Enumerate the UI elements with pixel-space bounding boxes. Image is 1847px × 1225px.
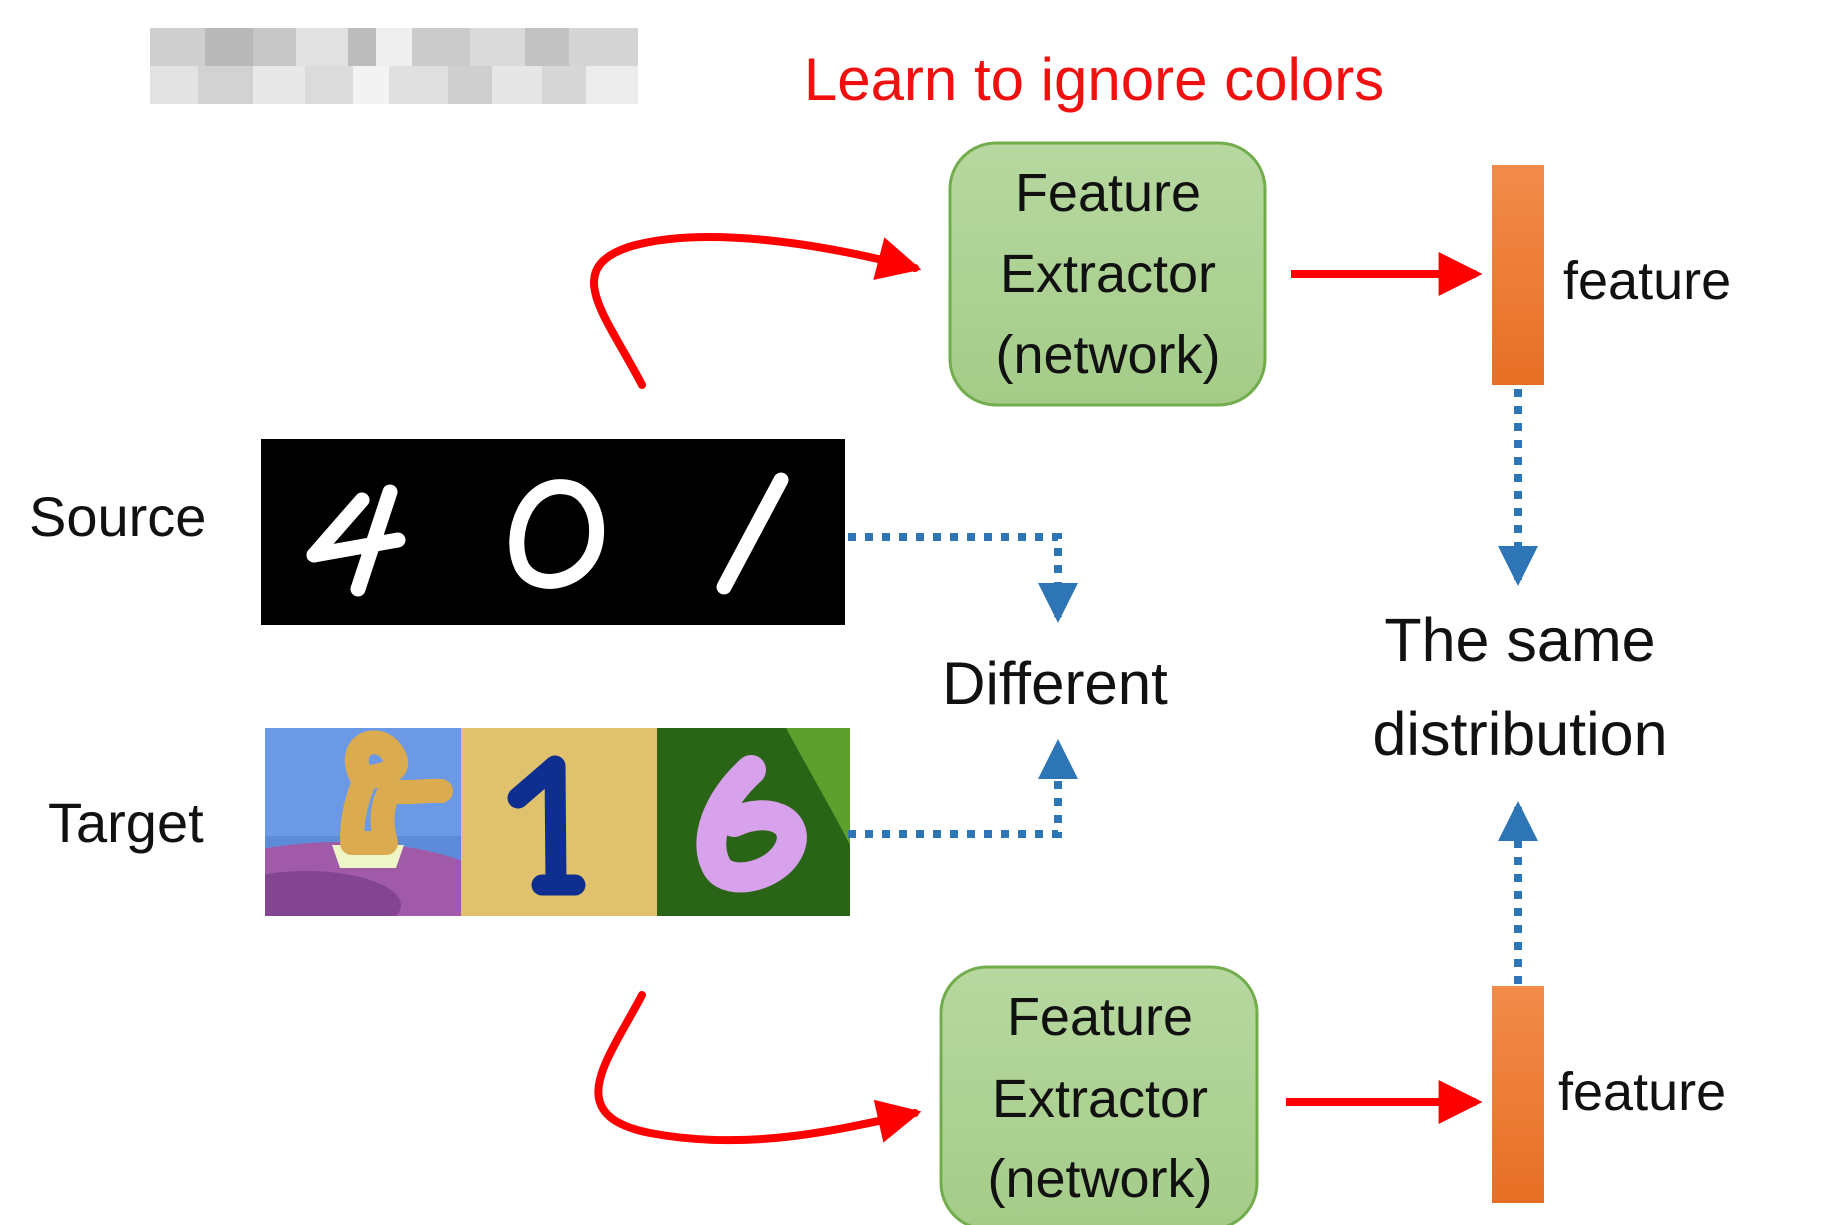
redacted-logo	[150, 28, 638, 104]
feature-extractor-top: Feature Extractor (network)	[948, 141, 1267, 407]
source-image	[261, 439, 845, 625]
different-label: Different	[942, 650, 1168, 717]
feature-vector-top	[1492, 165, 1544, 385]
source-digit-4-stroke-c	[350, 484, 398, 597]
source-digit-0	[509, 479, 605, 589]
feature-label-top: feature	[1563, 251, 1731, 311]
source-digit-1	[716, 472, 789, 595]
feature-label-bottom: feature	[1558, 1062, 1726, 1122]
source-digit-4-stroke-b	[306, 532, 406, 563]
arrow-target-to-different	[848, 739, 1078, 838]
arrow-target-to-extractor	[594, 991, 922, 1145]
arrow-source-to-different	[848, 533, 1078, 623]
feature-extractor-bottom-line-2: Extractor	[992, 1069, 1208, 1129]
feature-vector-bottom	[1492, 986, 1544, 1203]
feature-extractor-top-line-2: Extractor	[1000, 244, 1216, 304]
target-image	[265, 728, 850, 916]
diagram-title: Learn to ignore colors	[804, 46, 1384, 113]
feature-extractor-bottom: Feature Extractor (network)	[939, 965, 1259, 1225]
target-label: Target	[48, 791, 204, 854]
feature-extractor-top-line-1: Feature	[1015, 163, 1201, 223]
feature-extractor-bottom-line-1: Feature	[1007, 987, 1193, 1047]
feature-extractor-top-line-3: (network)	[995, 325, 1220, 385]
arrow-source-to-extractor	[590, 233, 922, 389]
source-label: Source	[29, 485, 206, 548]
same-distribution-line-1: The same	[1384, 606, 1655, 674]
same-distribution-line-2: distribution	[1373, 700, 1668, 768]
source-digit-4-stroke-a	[306, 492, 370, 563]
feature-extractor-bottom-line-3: (network)	[987, 1149, 1212, 1209]
